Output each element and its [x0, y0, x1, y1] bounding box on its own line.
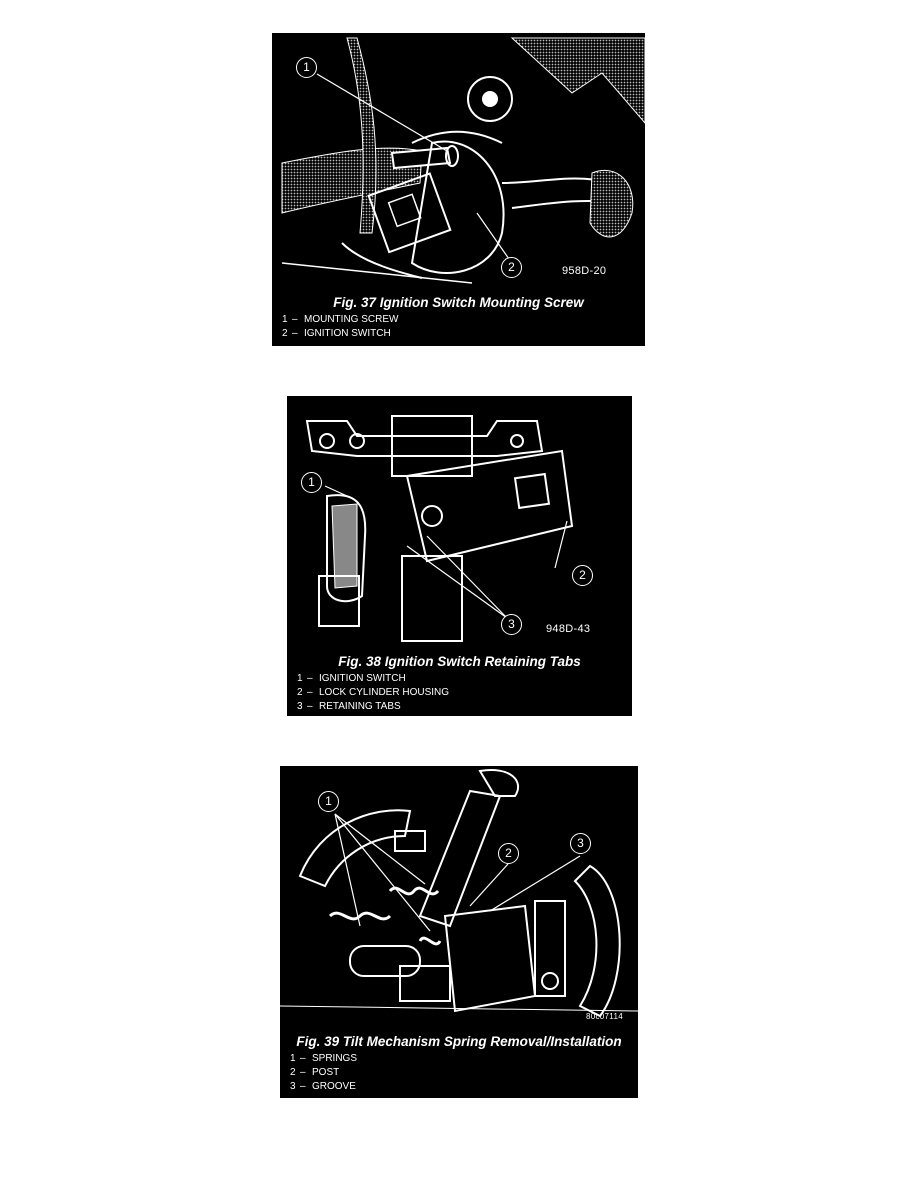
- figure-39: 1 2 3 80c07114 Fig. 39 Tilt Mechanism Sp…: [280, 766, 638, 1098]
- legend-item: 2–IGNITION SWITCH: [282, 328, 391, 339]
- legend-item: 1–MOUNTING SCREW: [282, 314, 399, 325]
- legend: 1–SPRINGS 2–POST 3–GROOVE: [280, 1052, 638, 1094]
- figure-39-illustration: [280, 769, 638, 1018]
- callout-1: 1: [318, 791, 339, 812]
- figure-38: 1 2 3 948D-43 Fig. 38 Ignition Switch Re…: [287, 396, 632, 716]
- figure-37-illustration: [281, 37, 645, 284]
- callout-1: 1: [296, 57, 317, 78]
- legend-item: 2–LOCK CYLINDER HOUSING: [297, 687, 450, 698]
- callout-2: 2: [498, 843, 519, 864]
- figure-37: 1 2 958D-20 Fig. 37 Ignition Switch Moun…: [272, 33, 645, 346]
- legend-item: 2–POST: [290, 1067, 340, 1078]
- legend-item: 1–IGNITION SWITCH: [297, 673, 406, 684]
- callout-2: 2: [572, 565, 593, 586]
- callout-3: 3: [570, 833, 591, 854]
- callout-1: 1: [301, 472, 322, 493]
- figure-caption: Fig. 38 Ignition Switch Retaining Tabs: [338, 654, 581, 669]
- figure-38-illustration: [305, 415, 574, 642]
- caption-block: Fig. 39 Tilt Mechanism Spring Removal/In…: [280, 1034, 638, 1094]
- legend: 1–IGNITION SWITCH 2–LOCK CYLINDER HOUSIN…: [287, 672, 632, 714]
- figure-code: 948D-43: [546, 623, 591, 635]
- figure-caption: Fig. 37 Ignition Switch Mounting Screw: [333, 295, 584, 310]
- legend-item: 3–GROOVE: [290, 1081, 356, 1092]
- legend-item: 1–SPRINGS: [290, 1053, 358, 1064]
- callout-3: 3: [501, 614, 522, 635]
- legend-item: 3–RETAINING TABS: [297, 701, 401, 712]
- figure-code: 80c07114: [586, 1012, 623, 1021]
- caption-block: Fig. 38 Ignition Switch Retaining Tabs 1…: [287, 654, 632, 714]
- legend: 1–MOUNTING SCREW 2–IGNITION SWITCH: [272, 313, 645, 341]
- callout-2: 2: [501, 257, 522, 278]
- caption-block: Fig. 37 Ignition Switch Mounting Screw 1…: [272, 295, 645, 341]
- figure-caption: Fig. 39 Tilt Mechanism Spring Removal/In…: [296, 1034, 622, 1049]
- figure-code: 958D-20: [562, 265, 607, 277]
